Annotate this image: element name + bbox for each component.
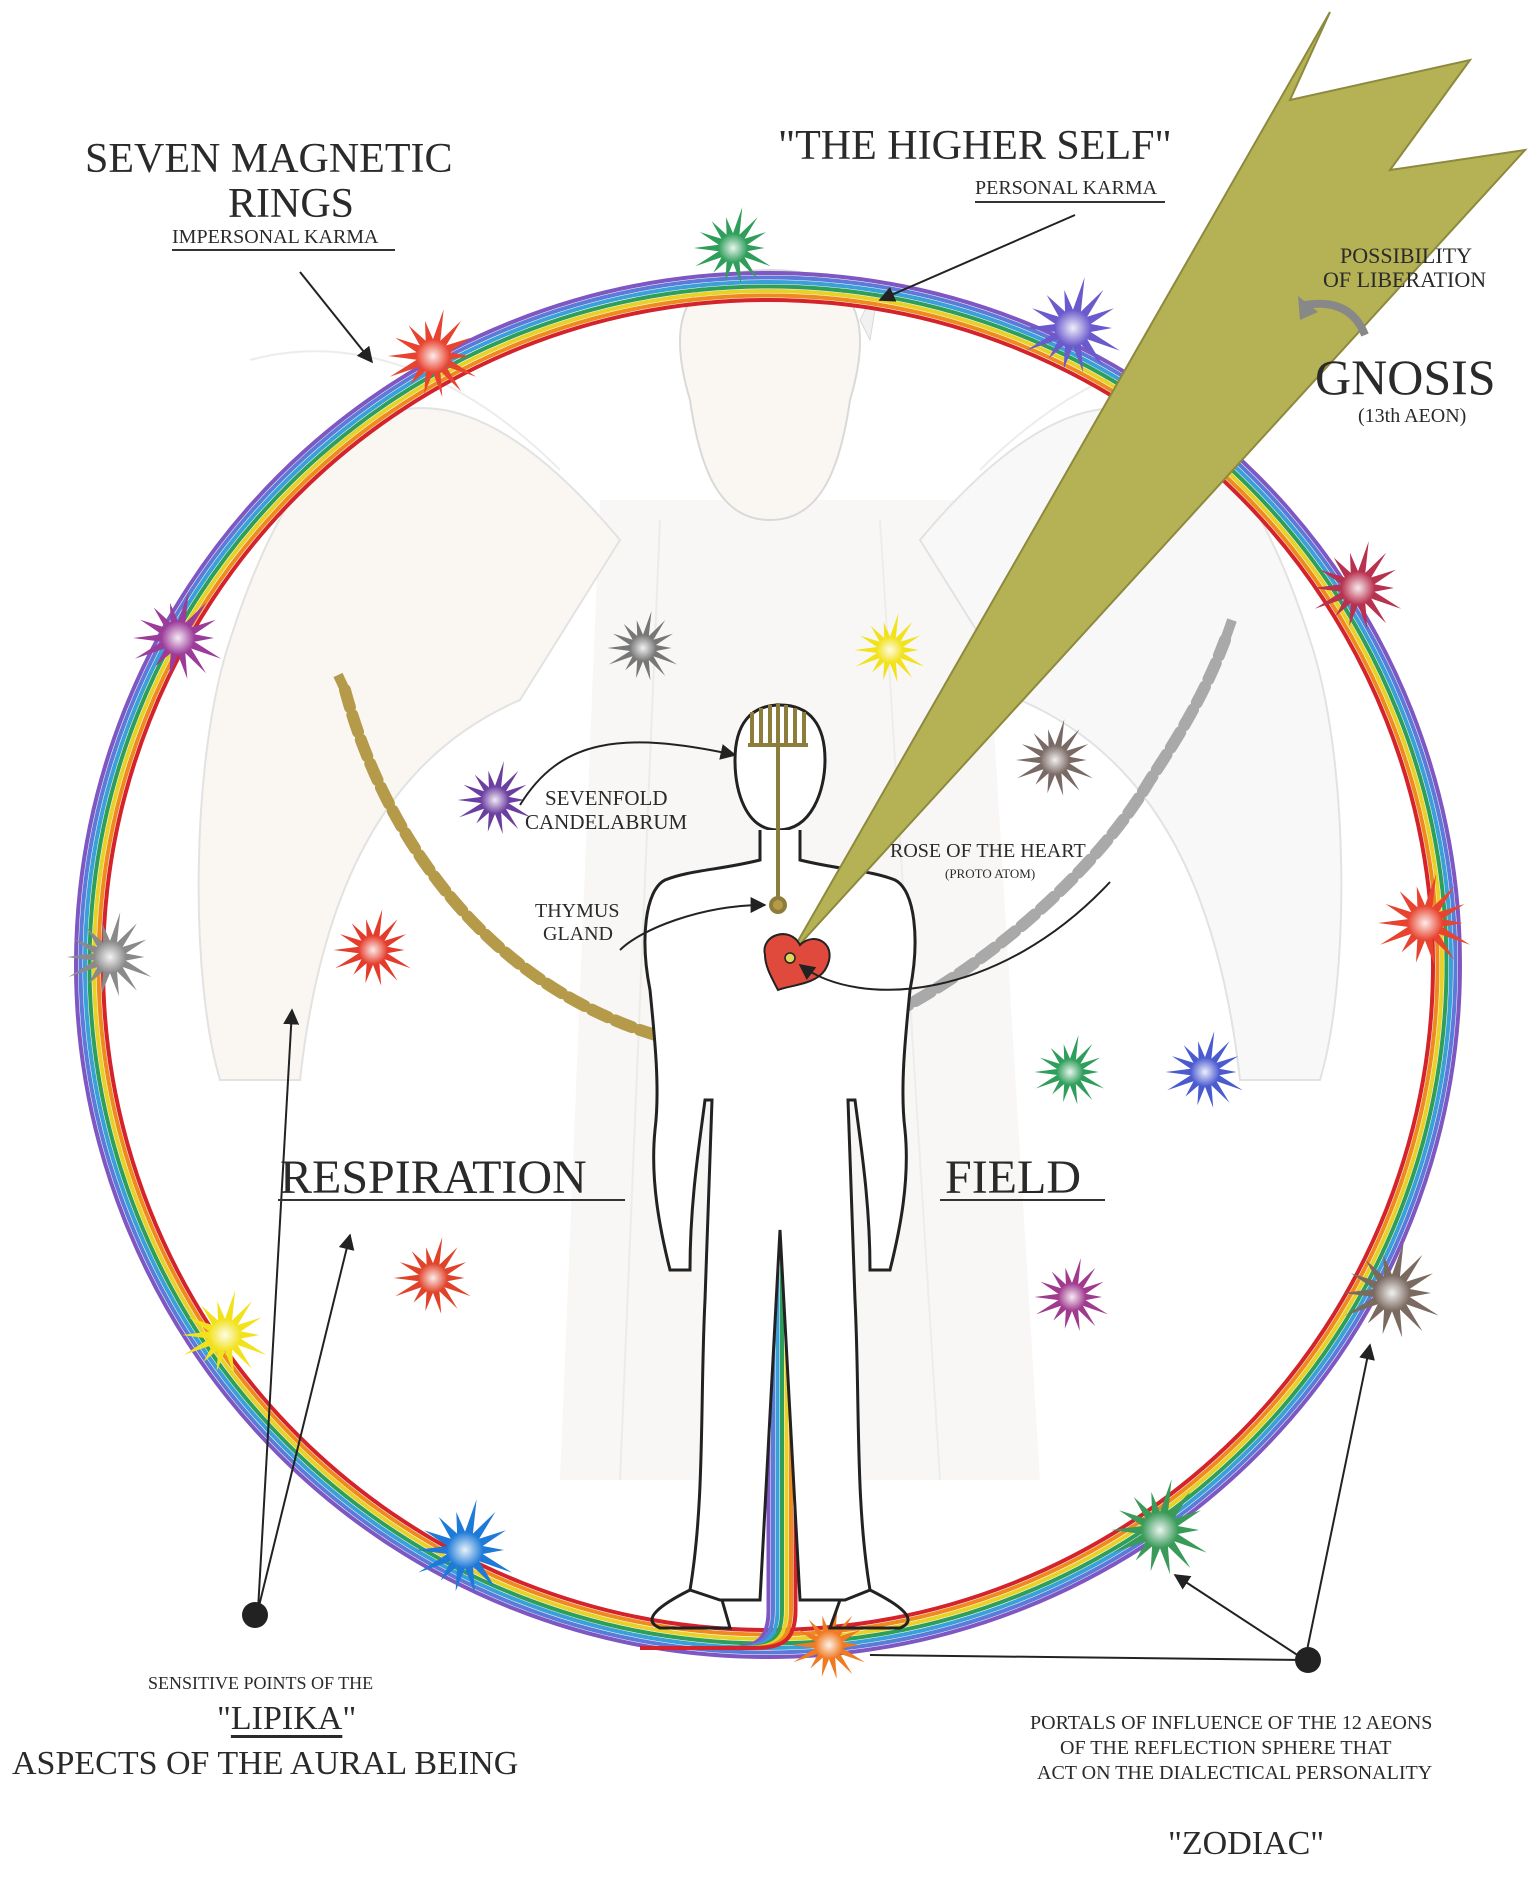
sensitive-points-label: SENSITIVE POINTS OF THE: [148, 1673, 373, 1694]
gnosis-title: GNOSIS: [1315, 348, 1496, 406]
higher-self-subtitle: PERSONAL KARMA: [975, 177, 1157, 200]
candelabrum-label-line1: SEVENFOLD: [545, 786, 668, 811]
rose-label-line1: ROSE OF THE HEART: [890, 840, 1086, 863]
rings-title-line1: SEVEN MAGNETIC: [85, 135, 452, 183]
field-label: FIELD: [945, 1150, 1081, 1205]
star-magenta-lower-right-icon: [1035, 1258, 1109, 1331]
star-purple-mid-left-icon: [458, 761, 532, 834]
portals-line2: OF THE REFLECTION SPHERE THAT: [1060, 1737, 1392, 1760]
star-green-mid-right-icon: [1034, 1035, 1104, 1104]
lipika-label: "LIPIKA": [217, 1700, 356, 1738]
thymus-label-line1: THYMUS: [535, 900, 619, 923]
star-blue-mid-right-icon: [1166, 1031, 1243, 1108]
rings-title-line2: RINGS: [228, 180, 354, 228]
higher-self-title: "THE HIGHER SELF": [778, 122, 1172, 170]
rose-label-line2: (PROTO ATOM): [945, 866, 1035, 882]
aspects-label: ASPECTS OF THE AURAL BEING: [12, 1745, 518, 1783]
respiration-label: RESPIRATION: [280, 1150, 587, 1205]
possibility-line1: POSSIBILITY: [1340, 243, 1472, 269]
gnosis-subtitle: (13th AEON): [1358, 405, 1466, 428]
star-red-lower-left-icon: [394, 1237, 471, 1314]
star-red-mid-left-icon: [334, 909, 411, 986]
candelabrum-label-line2: CANDELABRUM: [525, 810, 687, 835]
portals-line3: ACT ON THE DIALECTICAL PERSONALITY: [1037, 1762, 1432, 1785]
thymus-label-line2: GLAND: [543, 923, 613, 946]
lipika-marker-dot: [242, 1602, 268, 1628]
possibility-line2: OF LIBERATION: [1323, 267, 1486, 293]
zodiac-marker-dot: [1295, 1647, 1321, 1673]
zodiac-label: "ZODIAC": [1168, 1825, 1324, 1863]
portals-line1: PORTALS OF INFLUENCE OF THE 12 AEONS: [1030, 1712, 1432, 1735]
rings-subtitle: IMPERSONAL KARMA: [172, 226, 379, 249]
